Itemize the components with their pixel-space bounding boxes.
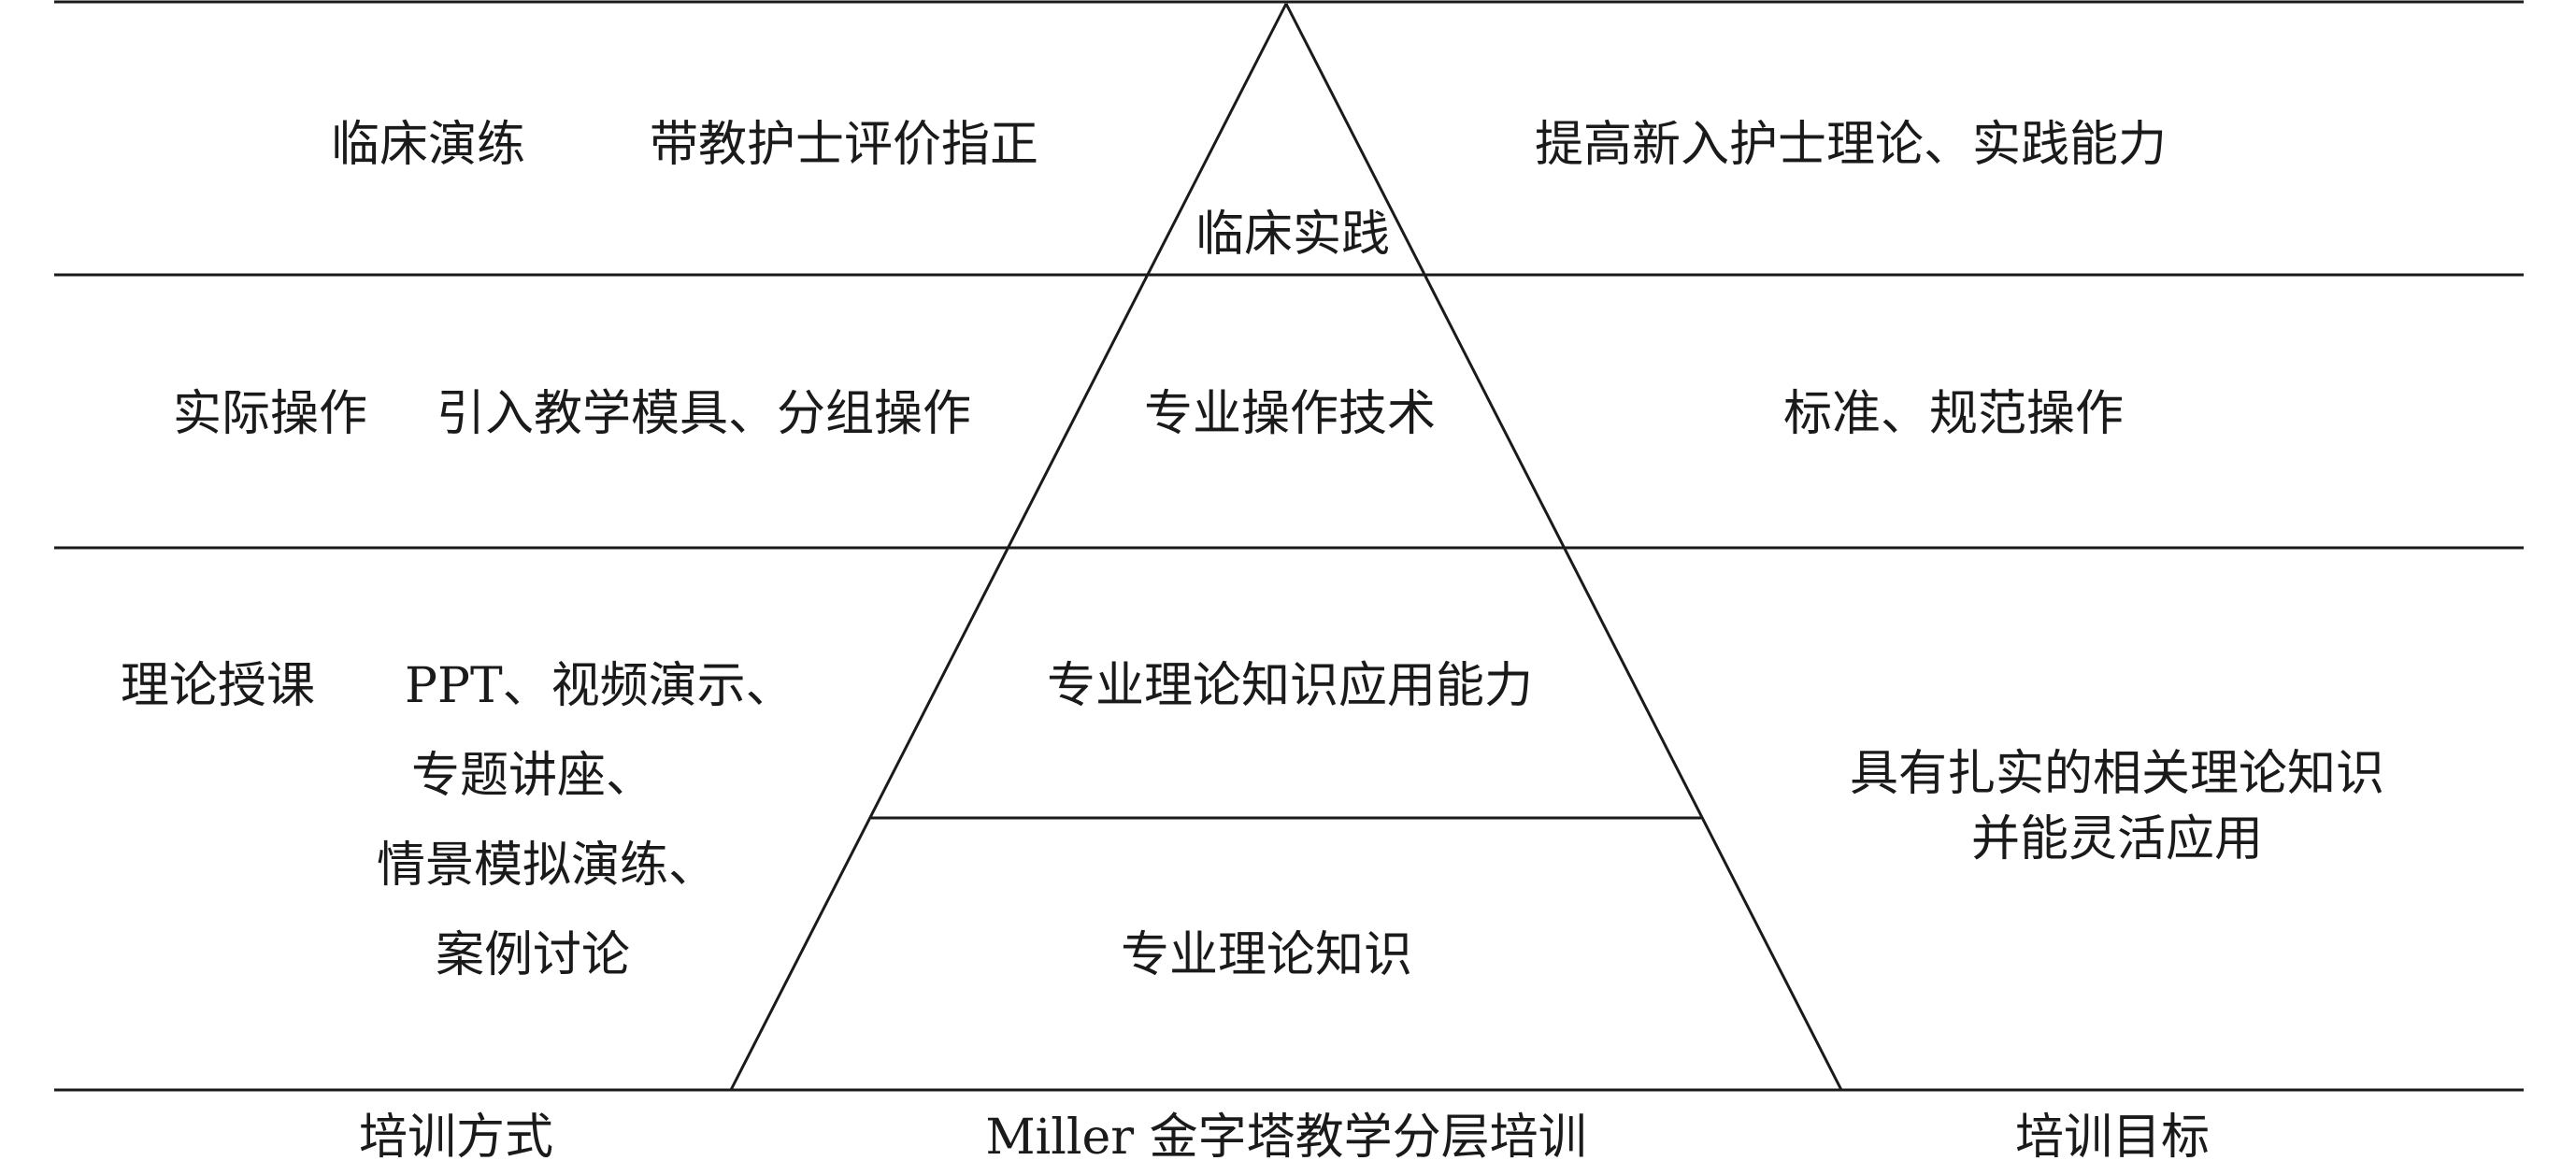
method-theory-lecture: 理论授课: [121, 658, 315, 714]
method-practical-operation: 实际操作: [173, 386, 367, 442]
goal-line-2: 并能灵活应用: [1971, 811, 2263, 867]
pyramid-left-edge: [729, 3, 1288, 1091]
means-line-4: 案例讨论: [436, 927, 630, 983]
means-teaching-models: 引入教学模具、分组操作: [436, 386, 971, 442]
level-professional-knowledge: 专业理论知识: [1121, 927, 1412, 983]
footer-pyramid-title: Miller 金字塔教学分层培训: [985, 1110, 1586, 1166]
method-clinical-drill: 临床演练: [331, 117, 525, 173]
means-line-1: PPT、视频演示、: [405, 658, 794, 714]
goal-line-1: 具有扎实的相关理论知识: [1850, 746, 2384, 802]
means-preceptor-evaluation: 带教护士评价指正: [650, 117, 1038, 173]
footer-training-method: 培训方式: [359, 1110, 553, 1166]
level-professional-skills: 专业操作技术: [1144, 386, 1436, 442]
means-line-2: 专题讲座、: [411, 748, 654, 804]
pyramid-right-edge: [1284, 3, 1843, 1091]
level-clinical-practice: 临床实践: [1195, 207, 1390, 263]
goal-improve-ability: 提高新入护士理论、实践能力: [1535, 117, 2167, 173]
level-knowledge-application: 专业理论知识应用能力: [1047, 658, 1533, 714]
footer-training-goal: 培训目标: [2015, 1110, 2210, 1166]
goal-standard-operation: 标准、规范操作: [1783, 386, 2124, 442]
means-line-3: 情景模拟演练、: [377, 838, 717, 894]
